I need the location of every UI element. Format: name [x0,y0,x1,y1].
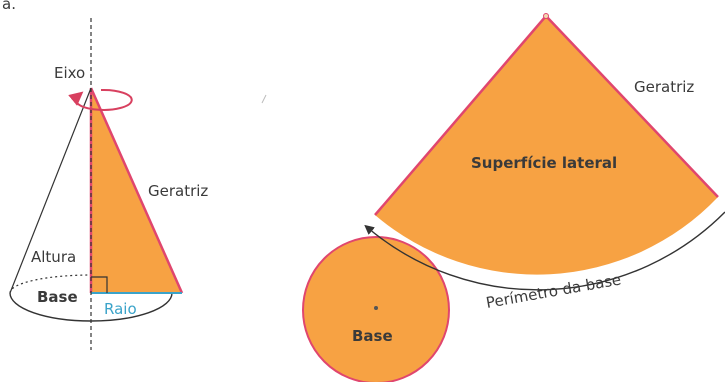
corner-fragment: a. [2,0,16,13]
radius-label: Raio [104,300,137,318]
height-label: Altura [31,248,76,266]
cone-base-label: Base [37,288,78,306]
cone-left-side [9,87,92,294]
generatrix-edge [89,87,184,294]
cone-net: Geratriz Superfície lateral Perímetro da… [302,13,725,382]
base-center-point [374,306,378,310]
cone-generatrix-label: Geratriz [148,182,208,200]
lateral-surface-label: Superfície lateral [471,154,617,172]
net-generatrix-label: Geratriz [634,78,694,96]
stray-mark [261,94,267,104]
apex-point [543,13,549,19]
rotation-arrow [68,88,133,111]
cone-figure: Eixo Geratriz Altura Base Raio [9,18,208,350]
net-generatrix-edge [545,15,719,198]
net-left-edge [374,15,547,216]
perimeter-arrow [364,211,725,291]
lateral-surface-sector [375,16,718,275]
net-base-label: Base [352,327,393,345]
axis-label: Eixo [54,64,85,82]
right-angle-marker [91,276,108,293]
perimeter-label: Perímetro da base [485,270,623,311]
